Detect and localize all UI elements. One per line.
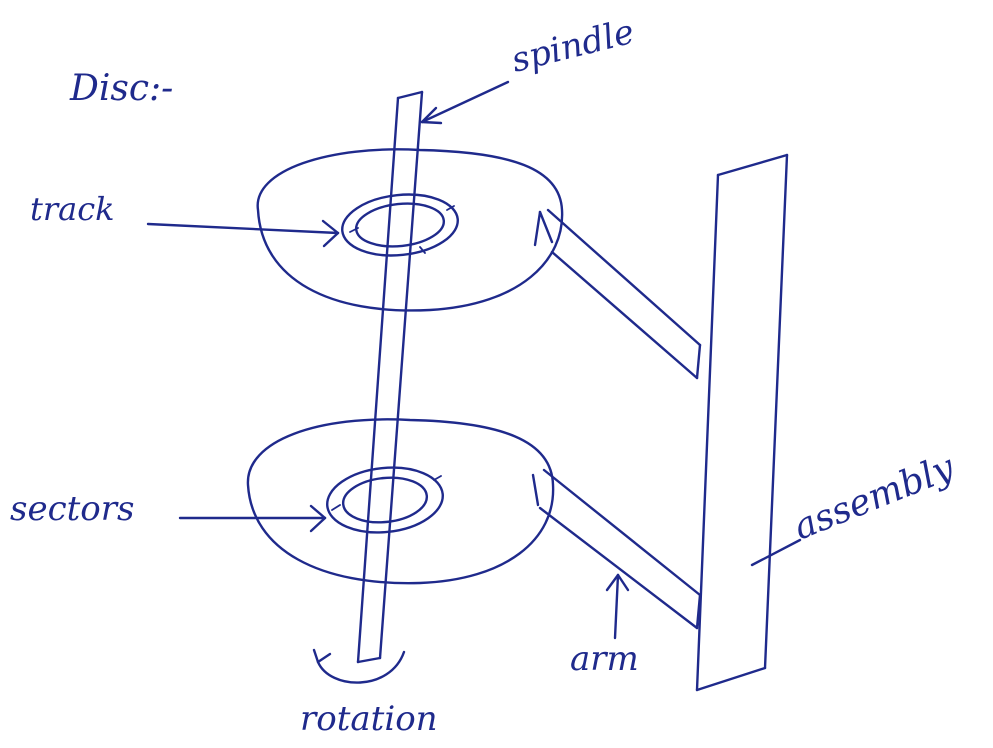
label-assembly: assembly (788, 447, 960, 548)
rotation-arrow-icon (312, 648, 406, 684)
label-rotation: rotation (300, 699, 438, 739)
label-sectors: sectors (10, 489, 134, 529)
label-track: track (30, 190, 115, 228)
pointer-assembly (750, 538, 802, 567)
upper-platter (256, 148, 564, 312)
label-spindle: spindle (508, 12, 639, 81)
assembly-block (695, 153, 789, 692)
arrow-sectors (178, 504, 327, 533)
arrow-track (146, 219, 340, 248)
lower-arm (531, 468, 702, 630)
spindle-shaft (356, 90, 424, 664)
upper-arm (533, 208, 702, 380)
arrow-spindle (420, 80, 510, 125)
diagram-title: Disc:- (69, 68, 173, 109)
lower-platter (246, 418, 555, 585)
arrow-arm (605, 573, 630, 640)
label-arm: arm (570, 639, 639, 679)
